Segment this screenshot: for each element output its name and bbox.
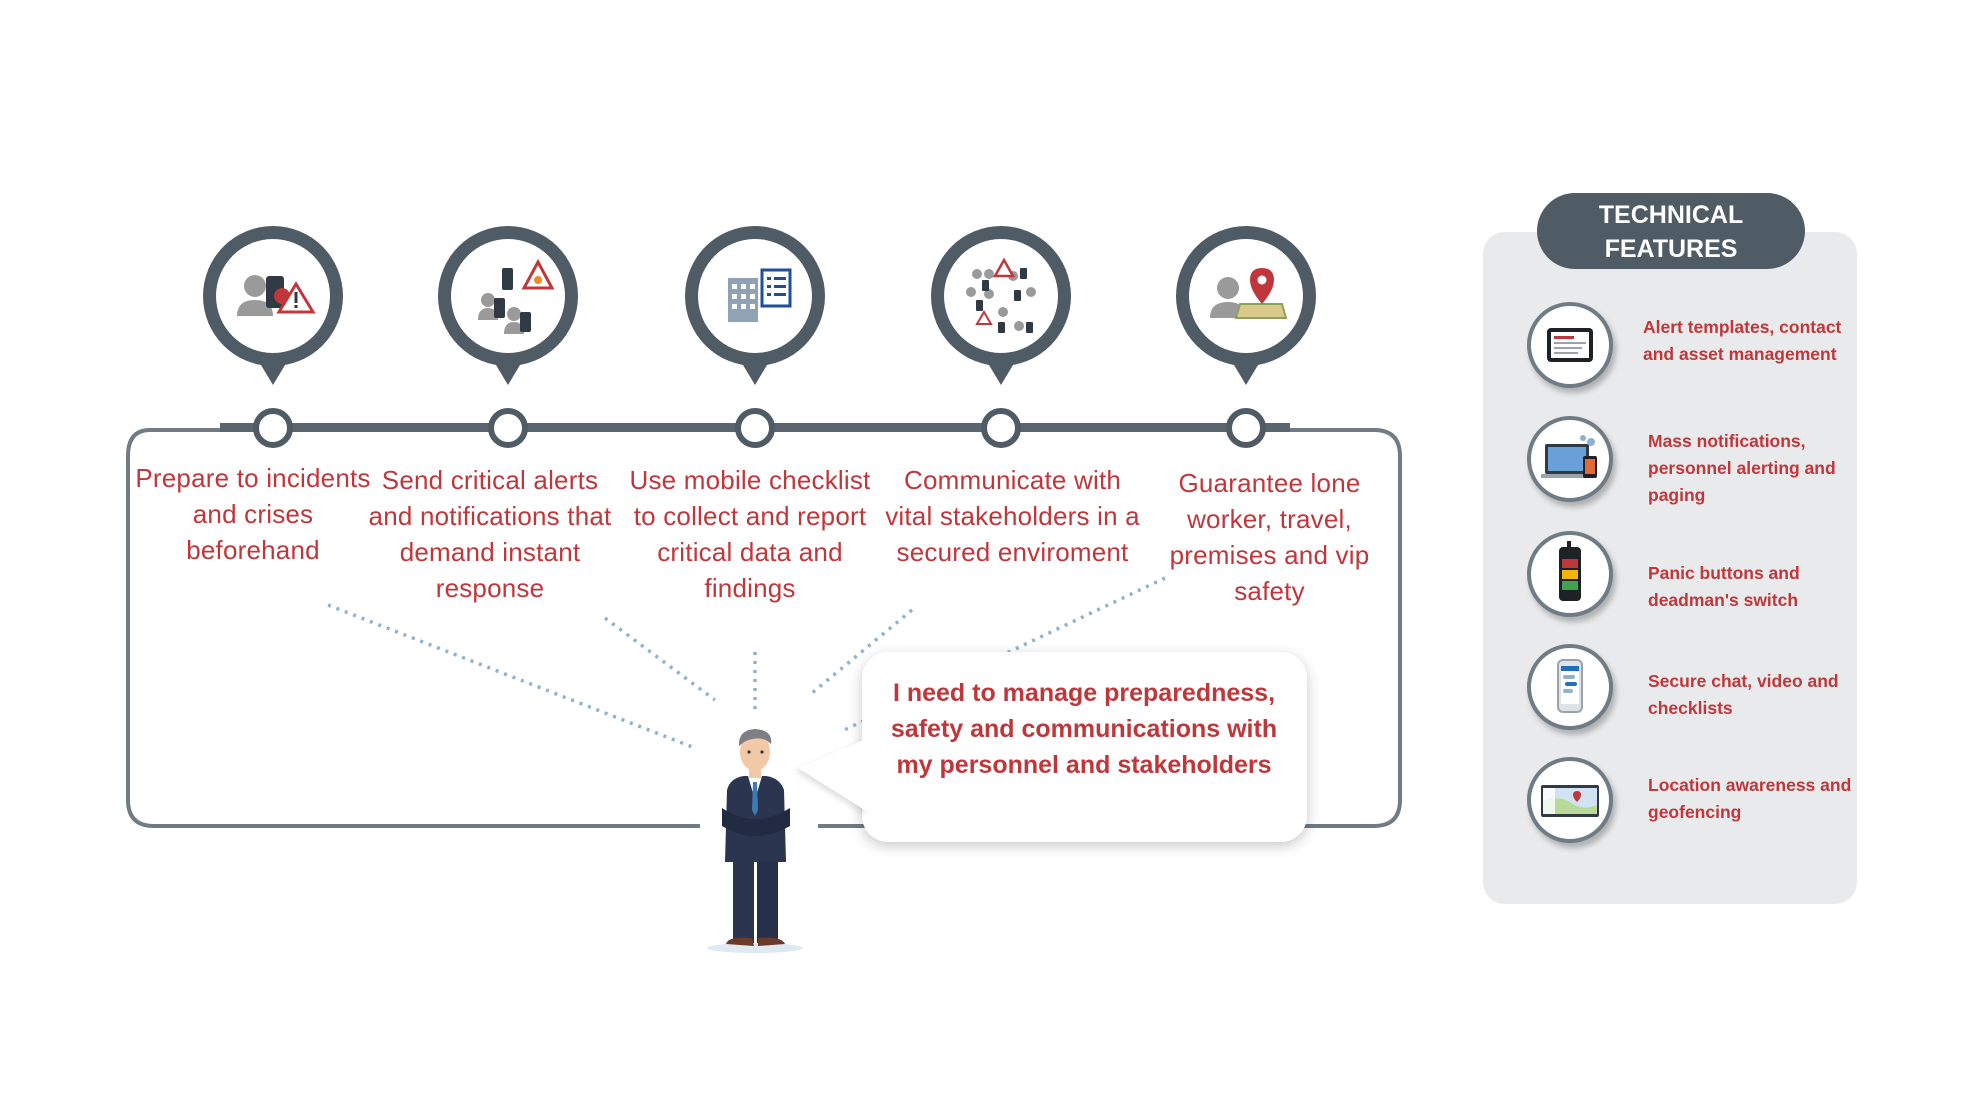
step-text-5: Guarantee lone worker, travel, premises …	[1169, 468, 1370, 606]
step-pin-1	[203, 226, 343, 385]
step-pin-4	[931, 226, 1071, 385]
tablet-icon	[1527, 302, 1613, 388]
step-pin-2	[438, 226, 578, 385]
frame-border	[126, 428, 700, 828]
timeline-node-4	[981, 408, 1021, 448]
feature-text-3: Panic buttons and deadman's switch	[1648, 563, 1800, 610]
timeline-node-3	[735, 408, 775, 448]
step-pin-3	[685, 226, 825, 385]
step-text-2: Send critical alerts and notifications t…	[368, 465, 612, 603]
panic-button-phone-icon	[1527, 531, 1613, 617]
worker-location-map-icon	[1210, 268, 1288, 319]
person-phone-alert-icon	[237, 275, 316, 316]
panel-title: TECHNICAL FEATURES	[1537, 193, 1805, 269]
step-text-3: Use mobile checklist to collect and repo…	[629, 465, 871, 603]
step-text-4: Communicate with vital stakeholders in a…	[885, 465, 1140, 567]
feature-text-5: Location awareness and geofencing	[1648, 775, 1852, 822]
speech-bubble	[862, 652, 1307, 842]
map-screen-icon	[1527, 757, 1613, 843]
step-text-1: Prepare to incidents and crises beforeha…	[135, 463, 371, 565]
mass-alert-people-icon	[478, 258, 555, 334]
feature-text-4: Secure chat, video and checklists	[1648, 671, 1839, 718]
smartphone-chat-icon	[1527, 644, 1613, 730]
feature-text-1: Alert templates, contact and asset manag…	[1643, 317, 1842, 364]
timeline-node-2	[488, 408, 528, 448]
devices-icon	[1527, 416, 1613, 502]
businessman-figure	[707, 729, 803, 953]
timeline-node-5	[1226, 408, 1266, 448]
step-pin-5	[1176, 226, 1316, 385]
building-checklist-icon	[728, 268, 792, 322]
speech-bubble-tail	[798, 738, 868, 812]
frame-border-right	[818, 428, 1402, 828]
speech-text: I need to manage preparedness, safety an…	[890, 679, 1278, 779]
stakeholders-network-icon	[966, 257, 1036, 333]
feature-text-2: Mass notifications, personnel alerting a…	[1648, 431, 1836, 505]
timeline-node-1	[253, 408, 293, 448]
